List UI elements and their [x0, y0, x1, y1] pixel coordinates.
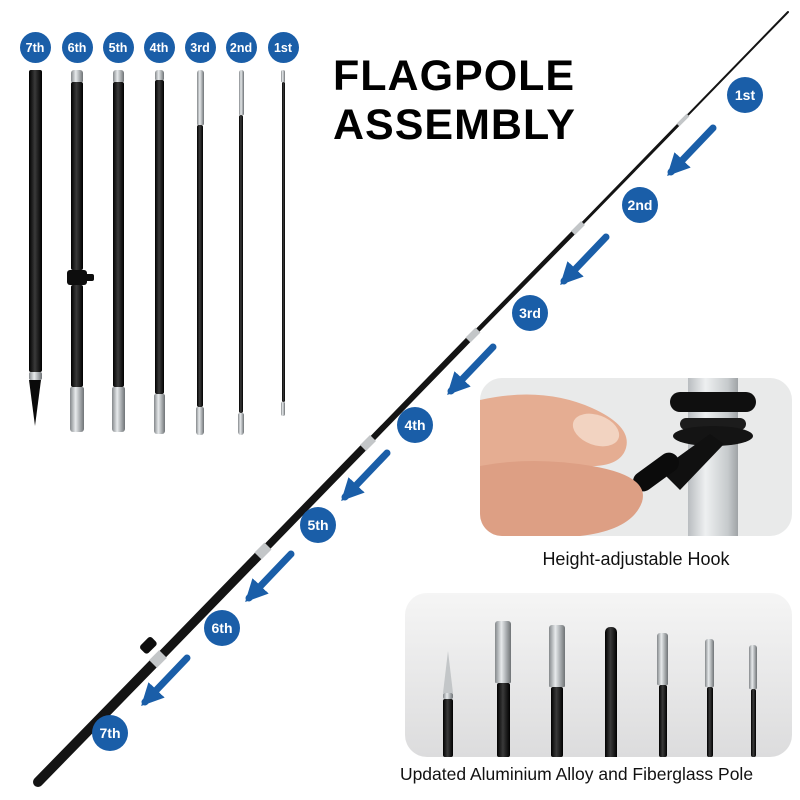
closeup-pole-spike	[443, 651, 453, 757]
assembly-badge-7: 7th	[92, 715, 128, 751]
pole-graphic-7	[28, 70, 42, 426]
segment-badge-4: 4th	[143, 32, 175, 63]
closeup-pole-6	[705, 639, 714, 757]
ground-spike-tip	[29, 380, 41, 426]
pole-material-caption: Updated Aluminium Alloy and Fiberglass P…	[399, 764, 754, 784]
arrow-down-left-icon	[560, 233, 610, 286]
closeup-pole-7	[749, 645, 757, 757]
pole-graphic-1	[281, 70, 285, 416]
arrow-down-left-icon	[667, 124, 717, 177]
segment-badge-5: 5th	[102, 32, 134, 63]
pole-segment-6: 6th	[57, 32, 97, 432]
closeup-pole-3	[549, 625, 565, 757]
hook-photo	[480, 378, 756, 536]
assembly-badge-5: 5th	[300, 507, 336, 543]
pole-graphic-5	[111, 70, 125, 432]
closeup-pole-2	[495, 621, 511, 757]
thumb	[480, 461, 643, 536]
assembly-badge-3: 3rd	[512, 295, 548, 331]
page-title: FLAGPOLE ASSEMBLY	[333, 52, 576, 150]
pole-graphic-3	[196, 70, 204, 435]
pole-joints	[149, 113, 690, 668]
arrow-down-left-icon	[341, 449, 391, 502]
arrow-down-left-icon	[141, 654, 191, 707]
hook-caption: Height-adjustable Hook	[542, 549, 730, 569]
pole-material-inset	[405, 593, 792, 757]
segment-badge-7: 7th	[19, 32, 51, 63]
assembly-badge-2: 2nd	[622, 187, 658, 223]
segment-badge-3: 3rd	[184, 32, 216, 63]
pole-segment-4: 4th	[139, 32, 179, 434]
pole-graphic-2	[238, 70, 244, 435]
diagonal-pole	[33, 11, 789, 787]
hook-clamp	[67, 270, 94, 285]
pole-segment-7: 7th	[15, 32, 55, 426]
arrow-down-left-icon	[245, 550, 295, 603]
pole-graphic-4	[153, 70, 165, 434]
assembly-direction-arrows	[141, 124, 717, 707]
pole-segment-3: 3rd	[180, 32, 220, 435]
pole-segment-2: 2nd	[221, 32, 261, 435]
assembly-badge-4: 4th	[397, 407, 433, 443]
fingernail	[572, 413, 620, 447]
hook-tip	[633, 452, 679, 492]
assembly-badge-1: 1st	[727, 77, 763, 113]
segment-badge-2: 2nd	[225, 32, 257, 63]
pole-segment-5: 5th	[98, 32, 138, 432]
closeup-pole-5	[657, 633, 668, 757]
pole-graphic-6	[67, 70, 94, 432]
assembly-badge-6: 6th	[204, 610, 240, 646]
arrow-down-left-icon	[447, 343, 497, 396]
title-line-2: ASSEMBLY	[333, 101, 576, 149]
segment-badge-6: 6th	[61, 32, 93, 63]
segment-badge-1: 1st	[267, 32, 299, 63]
spike-tip	[443, 651, 453, 693]
hook-arm	[660, 434, 724, 490]
hook-photo-inset	[480, 378, 792, 536]
clamp-ring-top	[670, 392, 756, 412]
hook-clamp-on-pole	[140, 637, 157, 654]
closeup-pole-4	[605, 627, 617, 757]
title-line-1: FLAGPOLE	[333, 52, 576, 100]
pole-segment-1: 1st	[263, 32, 303, 416]
